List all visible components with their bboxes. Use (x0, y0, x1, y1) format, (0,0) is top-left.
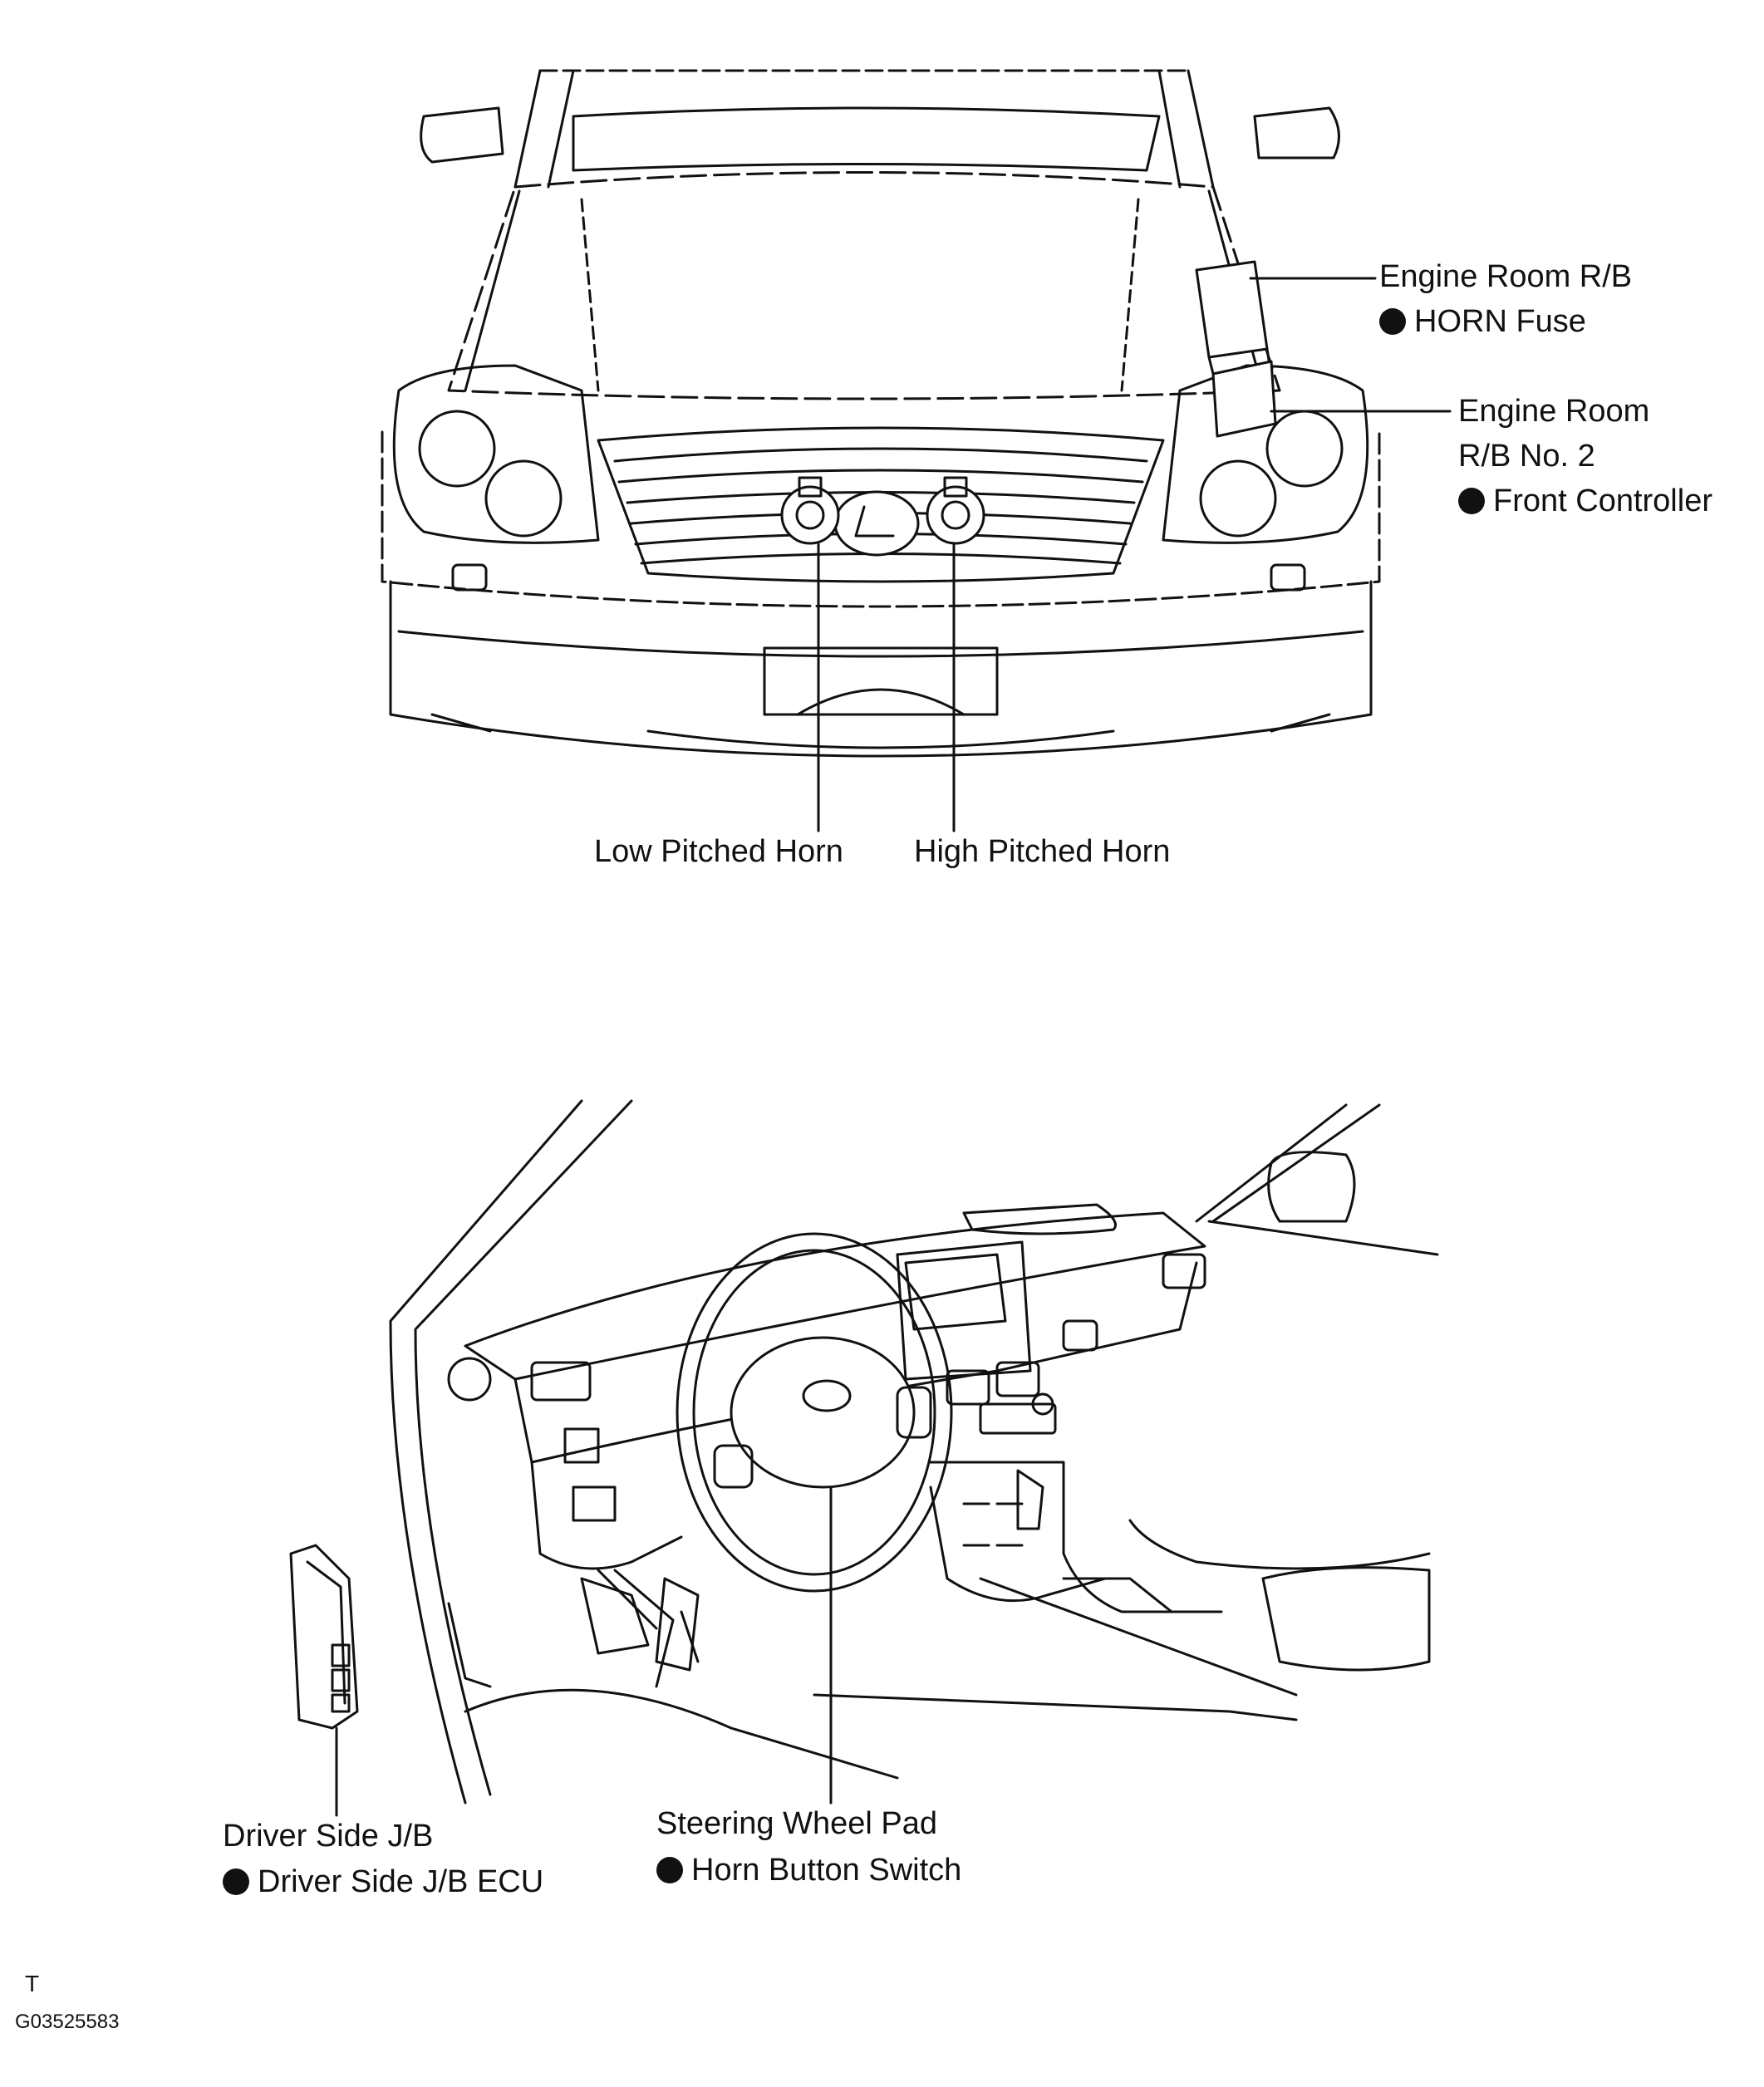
label-high-pitched-horn: High Pitched Horn (914, 834, 1171, 869)
figure-id: G03525583 (15, 2011, 120, 2033)
label-horn-fuse: HORN Fuse (1379, 301, 1586, 342)
steering-wheel-pad (730, 1336, 916, 1489)
steering-wheel (676, 1232, 953, 1593)
right-mirror (1253, 106, 1340, 160)
bullet-icon (656, 1857, 683, 1883)
label-driver-side-jb-ecu: Driver Side J/B ECU (223, 1861, 543, 1903)
grille (597, 426, 1165, 583)
engine-room-rb-part (1195, 260, 1271, 376)
label-engine-room-rb2-line1: Engine Room (1458, 394, 1650, 429)
footer-code-letter: T (25, 1971, 40, 1996)
driver-side-jb-part (289, 1544, 359, 1730)
label-driver-side-jb: Driver Side J/B (223, 1819, 434, 1854)
bullet-icon (1458, 488, 1485, 514)
high-pitched-horn-part (926, 476, 985, 545)
label-horn-button-switch: Horn Button Switch (656, 1849, 961, 1891)
label-low-pitched-horn: Low Pitched Horn (594, 834, 843, 869)
bullet-icon (223, 1868, 249, 1895)
label-engine-room-rb: Engine Room R/B (1379, 259, 1633, 294)
label-front-controller: Front Controller (1458, 480, 1712, 522)
label-steering-wheel-pad: Steering Wheel Pad (656, 1806, 937, 1841)
label-engine-room-rb2-line2: R/B No. 2 (1458, 439, 1595, 474)
left-headlight (392, 364, 600, 544)
right-headlight (1162, 364, 1369, 544)
engine-room-rb2-part (1211, 360, 1277, 438)
low-pitched-horn-part (780, 476, 840, 545)
left-mirror (420, 106, 504, 164)
bullet-icon (1379, 308, 1406, 335)
